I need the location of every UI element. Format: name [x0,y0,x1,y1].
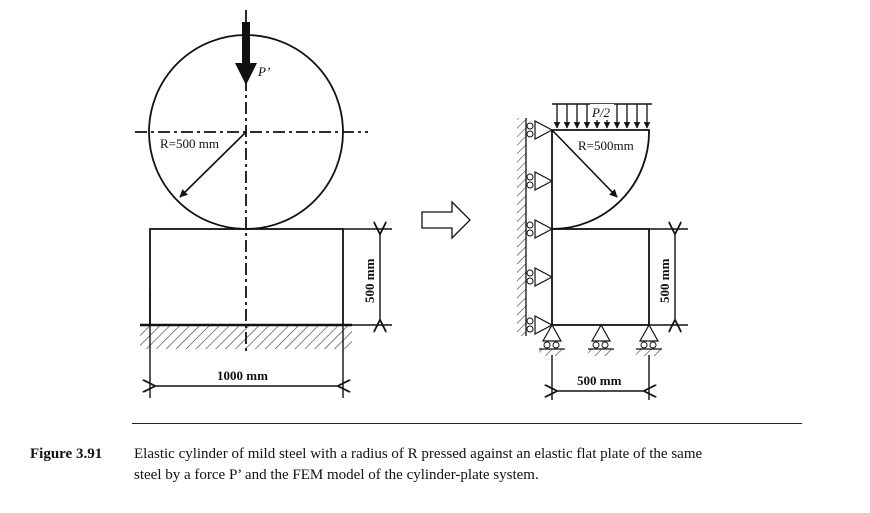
height-label-right: 500 mm [657,258,672,303]
radius-label: R=500 mm [160,136,219,151]
bottom-support-middle [588,323,614,356]
caption-text: Elastic cylinder of mild steel with a ra… [134,444,830,486]
wall-roller-3 [526,219,554,239]
wall-roller-2 [526,171,554,191]
half-plate [551,228,650,326]
caption-rule [132,423,802,424]
height-label: 500 mm [362,258,377,303]
width-label-right: 500 mm [577,373,622,388]
right-model: R=500mm P/2 [517,103,688,400]
radius-arrow [179,131,247,198]
radius-arrow-right [551,129,618,198]
load-arrows [553,104,651,129]
bottom-support-right [636,323,662,356]
quarter-cylinder [551,129,650,230]
force-arrow-head [235,63,257,85]
figure-caption: Figure 3.91 Elastic cylinder of mild ste… [30,444,830,486]
radius-label-right: R=500mm [578,138,634,153]
load-label: P/2 [591,105,611,120]
bottom-support-left [539,323,565,356]
wall-roller-4 [526,267,554,287]
wall-roller-5 [526,315,554,335]
caption-line-2: steel by a force P’ and the FEM model of… [134,467,539,483]
wall-hatch [517,118,526,336]
figure-diagram: P’ R=500 mm 500 mm 1000 mm [135,10,688,400]
transform-arrow [421,200,471,240]
width-label: 1000 mm [217,368,268,383]
force-label: P’ [257,64,270,79]
caption-line-1: Elastic cylinder of mild steel with a ra… [134,446,703,462]
force-arrow-shaft [242,22,250,66]
ground-hatch [140,325,352,349]
load-label-bg [590,104,614,119]
left-model: P’ R=500 mm 500 mm 1000 mm [135,10,392,398]
wall-roller-1 [526,120,554,140]
caption-label: Figure 3.91 [30,446,103,462]
